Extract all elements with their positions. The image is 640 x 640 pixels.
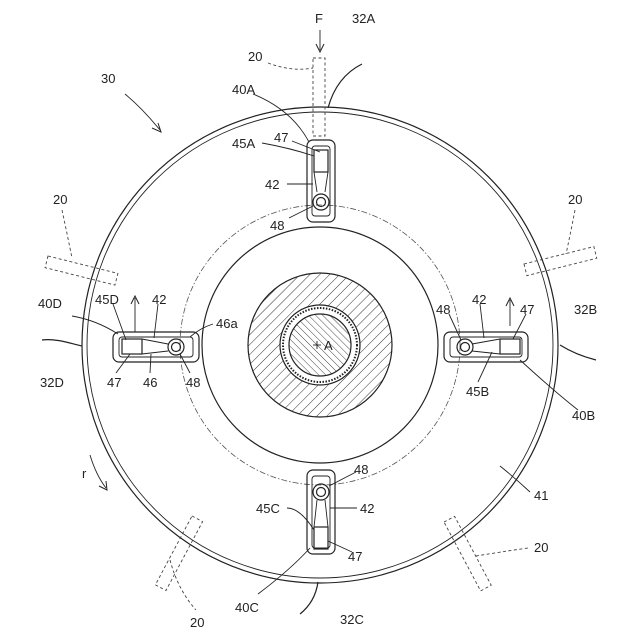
label-42-top: 42: [265, 177, 279, 192]
leader-pin-right: [566, 210, 575, 254]
label-20-bottom-right: 20: [534, 540, 548, 555]
label-46: 46: [143, 375, 157, 390]
label-47-left: 47: [107, 375, 121, 390]
label-45c: 45C: [256, 501, 280, 516]
label-30: 30: [101, 71, 115, 86]
label-20-left: 20: [53, 192, 67, 207]
label-47-right: 47: [520, 302, 534, 317]
label-47-bottom: 47: [348, 549, 362, 564]
cable-32a: [328, 64, 362, 108]
label-40c: 40C: [235, 600, 259, 615]
label-r: r: [82, 466, 87, 481]
cable-32d: [42, 340, 82, 346]
label-45d: 45D: [95, 292, 119, 307]
arrow-up-left: [131, 296, 139, 332]
label-48-left: 48: [186, 375, 200, 390]
leader-pin-bl: [170, 560, 196, 610]
label-32a: 32A: [352, 11, 375, 26]
label-40d: 40D: [38, 296, 62, 311]
unit-40b: [444, 332, 528, 362]
label-45a: 45A: [232, 136, 255, 151]
label-41: 41: [534, 488, 548, 503]
unit-40a: [307, 140, 335, 222]
label-48-top: 48: [270, 218, 284, 233]
label-20-top: 20: [248, 49, 262, 64]
label-48-bottom: 48: [354, 462, 368, 477]
label-46a: 46a: [216, 316, 238, 331]
pin-bottom-left: [155, 516, 202, 591]
label-20-right: 20: [568, 192, 582, 207]
label-32d: 32D: [40, 375, 64, 390]
label-32b: 32B: [574, 302, 597, 317]
label-40b: 40B: [572, 408, 595, 423]
unit-40d: [113, 332, 199, 362]
cable-32b: [560, 345, 596, 360]
pin-top: [313, 58, 325, 136]
arrow-up-right: [506, 298, 514, 326]
label-45b: 45B: [466, 384, 489, 399]
label-20-bottom-left: 20: [190, 615, 204, 630]
arrow-rotation: [90, 455, 107, 490]
pin-right: [524, 247, 597, 276]
label-42-right: 42: [472, 292, 486, 307]
label-40a: 40A: [232, 82, 255, 97]
leader-pin-top: [268, 63, 313, 69]
arrow-force: [316, 30, 324, 52]
label-axis-a: A: [324, 338, 333, 353]
label-48-right: 48: [436, 302, 450, 317]
label-42-left: 42: [152, 292, 166, 307]
label-f: F: [315, 11, 323, 26]
pin-bottom-right: [444, 516, 491, 591]
leader-pin-br: [476, 548, 528, 556]
label-32c: 32C: [340, 612, 364, 627]
unit-40c: [307, 470, 335, 554]
pin-left: [45, 256, 118, 285]
arrow-30: [125, 94, 161, 132]
leader-pin-left: [62, 210, 72, 258]
label-42-bottom: 42: [360, 501, 374, 516]
cable-32c: [300, 582, 318, 614]
label-47-top: 47: [274, 130, 288, 145]
